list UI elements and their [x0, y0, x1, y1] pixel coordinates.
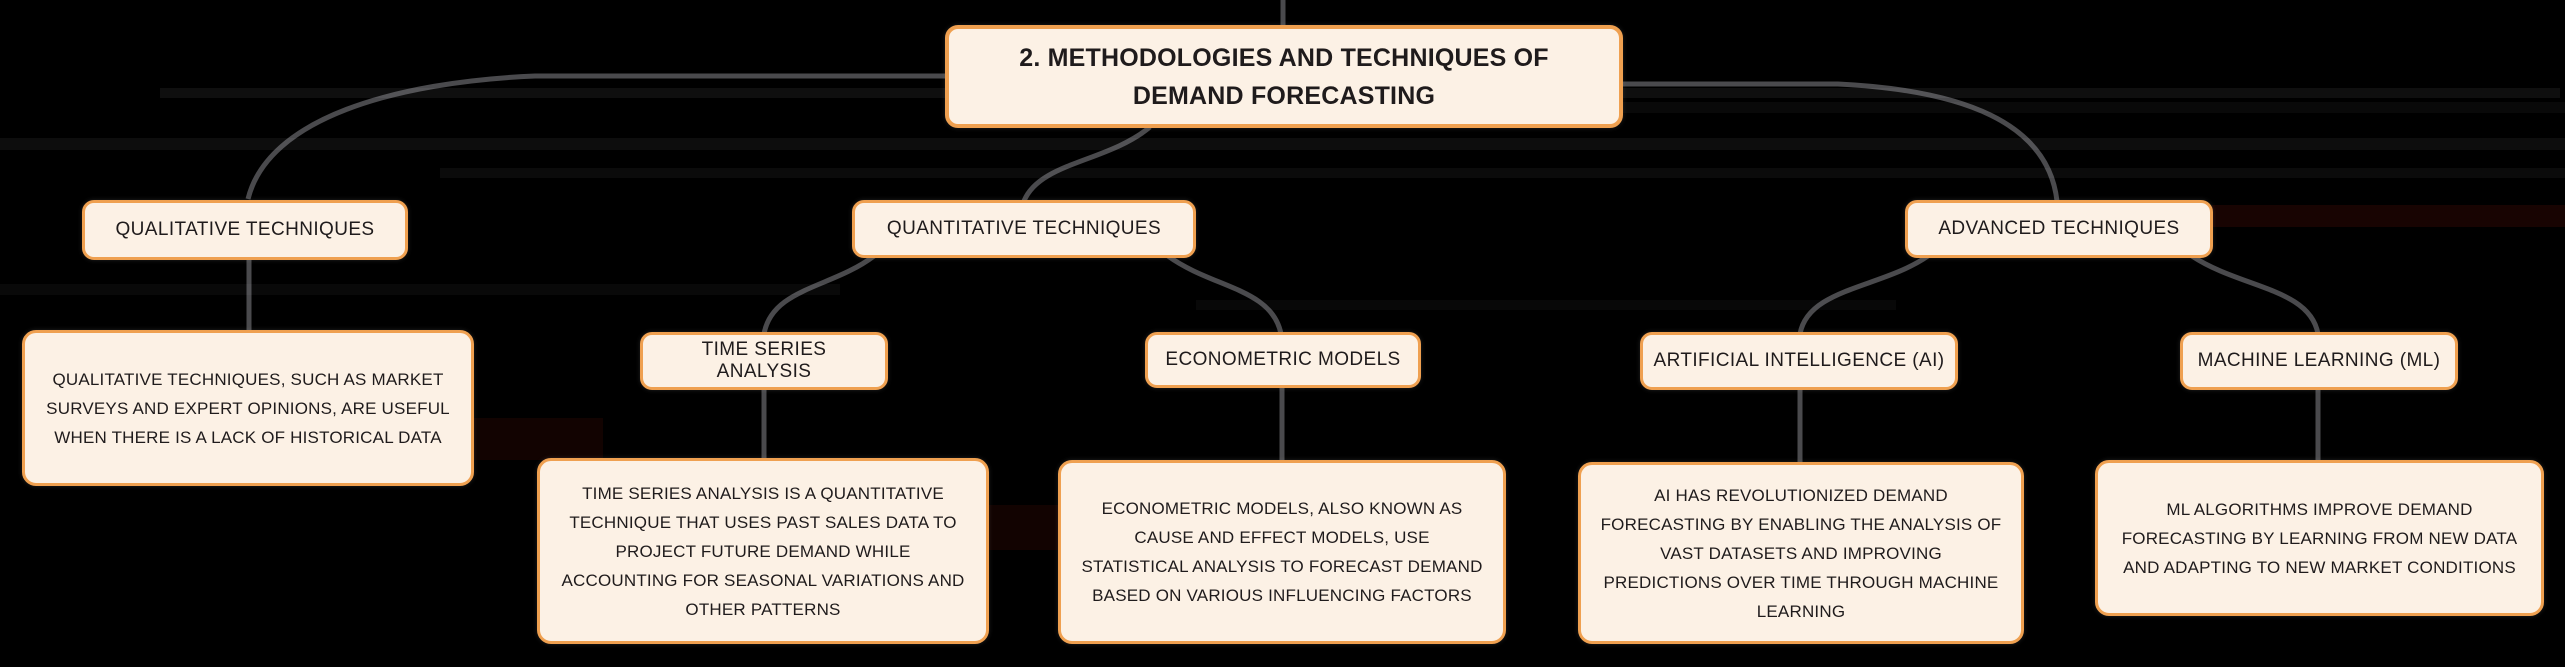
node-advanced-techniques[interactable]: ADVANCED TECHNIQUES — [1905, 200, 2213, 258]
connector-quantitative-econometric — [1166, 253, 1284, 335]
node-artificial-intelligence[interactable]: ARTIFICIAL INTELLIGENCE (AI) — [1640, 332, 1958, 390]
connector-advanced-ai — [1797, 253, 1930, 335]
node-root[interactable]: 2. METHODOLOGIES AND TECHNIQUES OF DEMAN… — [945, 25, 1623, 128]
node-qualitative-description[interactable]: QUALITATIVE TECHNIQUES, SUCH AS MARKET S… — [22, 330, 474, 486]
node-econometric-models[interactable]: ECONOMETRIC MODELS — [1145, 332, 1421, 388]
node-time-series-description[interactable]: TIME SERIES ANALYSIS IS A QUANTITATIVE T… — [537, 458, 989, 644]
connector-root-advanced — [1621, 81, 2060, 202]
connector-advanced-ml — [2190, 253, 2321, 335]
node-ai-description[interactable]: AI HAS REVOLUTIONIZED DEMAND FORECASTING… — [1578, 462, 2024, 644]
node-time-series-analysis[interactable]: TIME SERIES ANALYSIS — [640, 332, 888, 390]
node-machine-learning[interactable]: MACHINE LEARNING (ML) — [2180, 332, 2458, 390]
connector-root-qualitative — [245, 73, 946, 200]
connector-quantitative-timeseries — [761, 254, 876, 335]
node-econometric-description[interactable]: ECONOMETRIC MODELS, ALSO KNOWN AS CAUSE … — [1058, 460, 1506, 644]
connector-root-quantitative — [1021, 125, 1152, 203]
node-qualitative-techniques[interactable]: QUALITATIVE TECHNIQUES — [82, 200, 408, 260]
node-quantitative-techniques[interactable]: QUANTITATIVE TECHNIQUES — [852, 200, 1196, 258]
node-ml-description[interactable]: ML ALGORITHMS IMPROVE DEMAND FORECASTING… — [2095, 460, 2544, 616]
